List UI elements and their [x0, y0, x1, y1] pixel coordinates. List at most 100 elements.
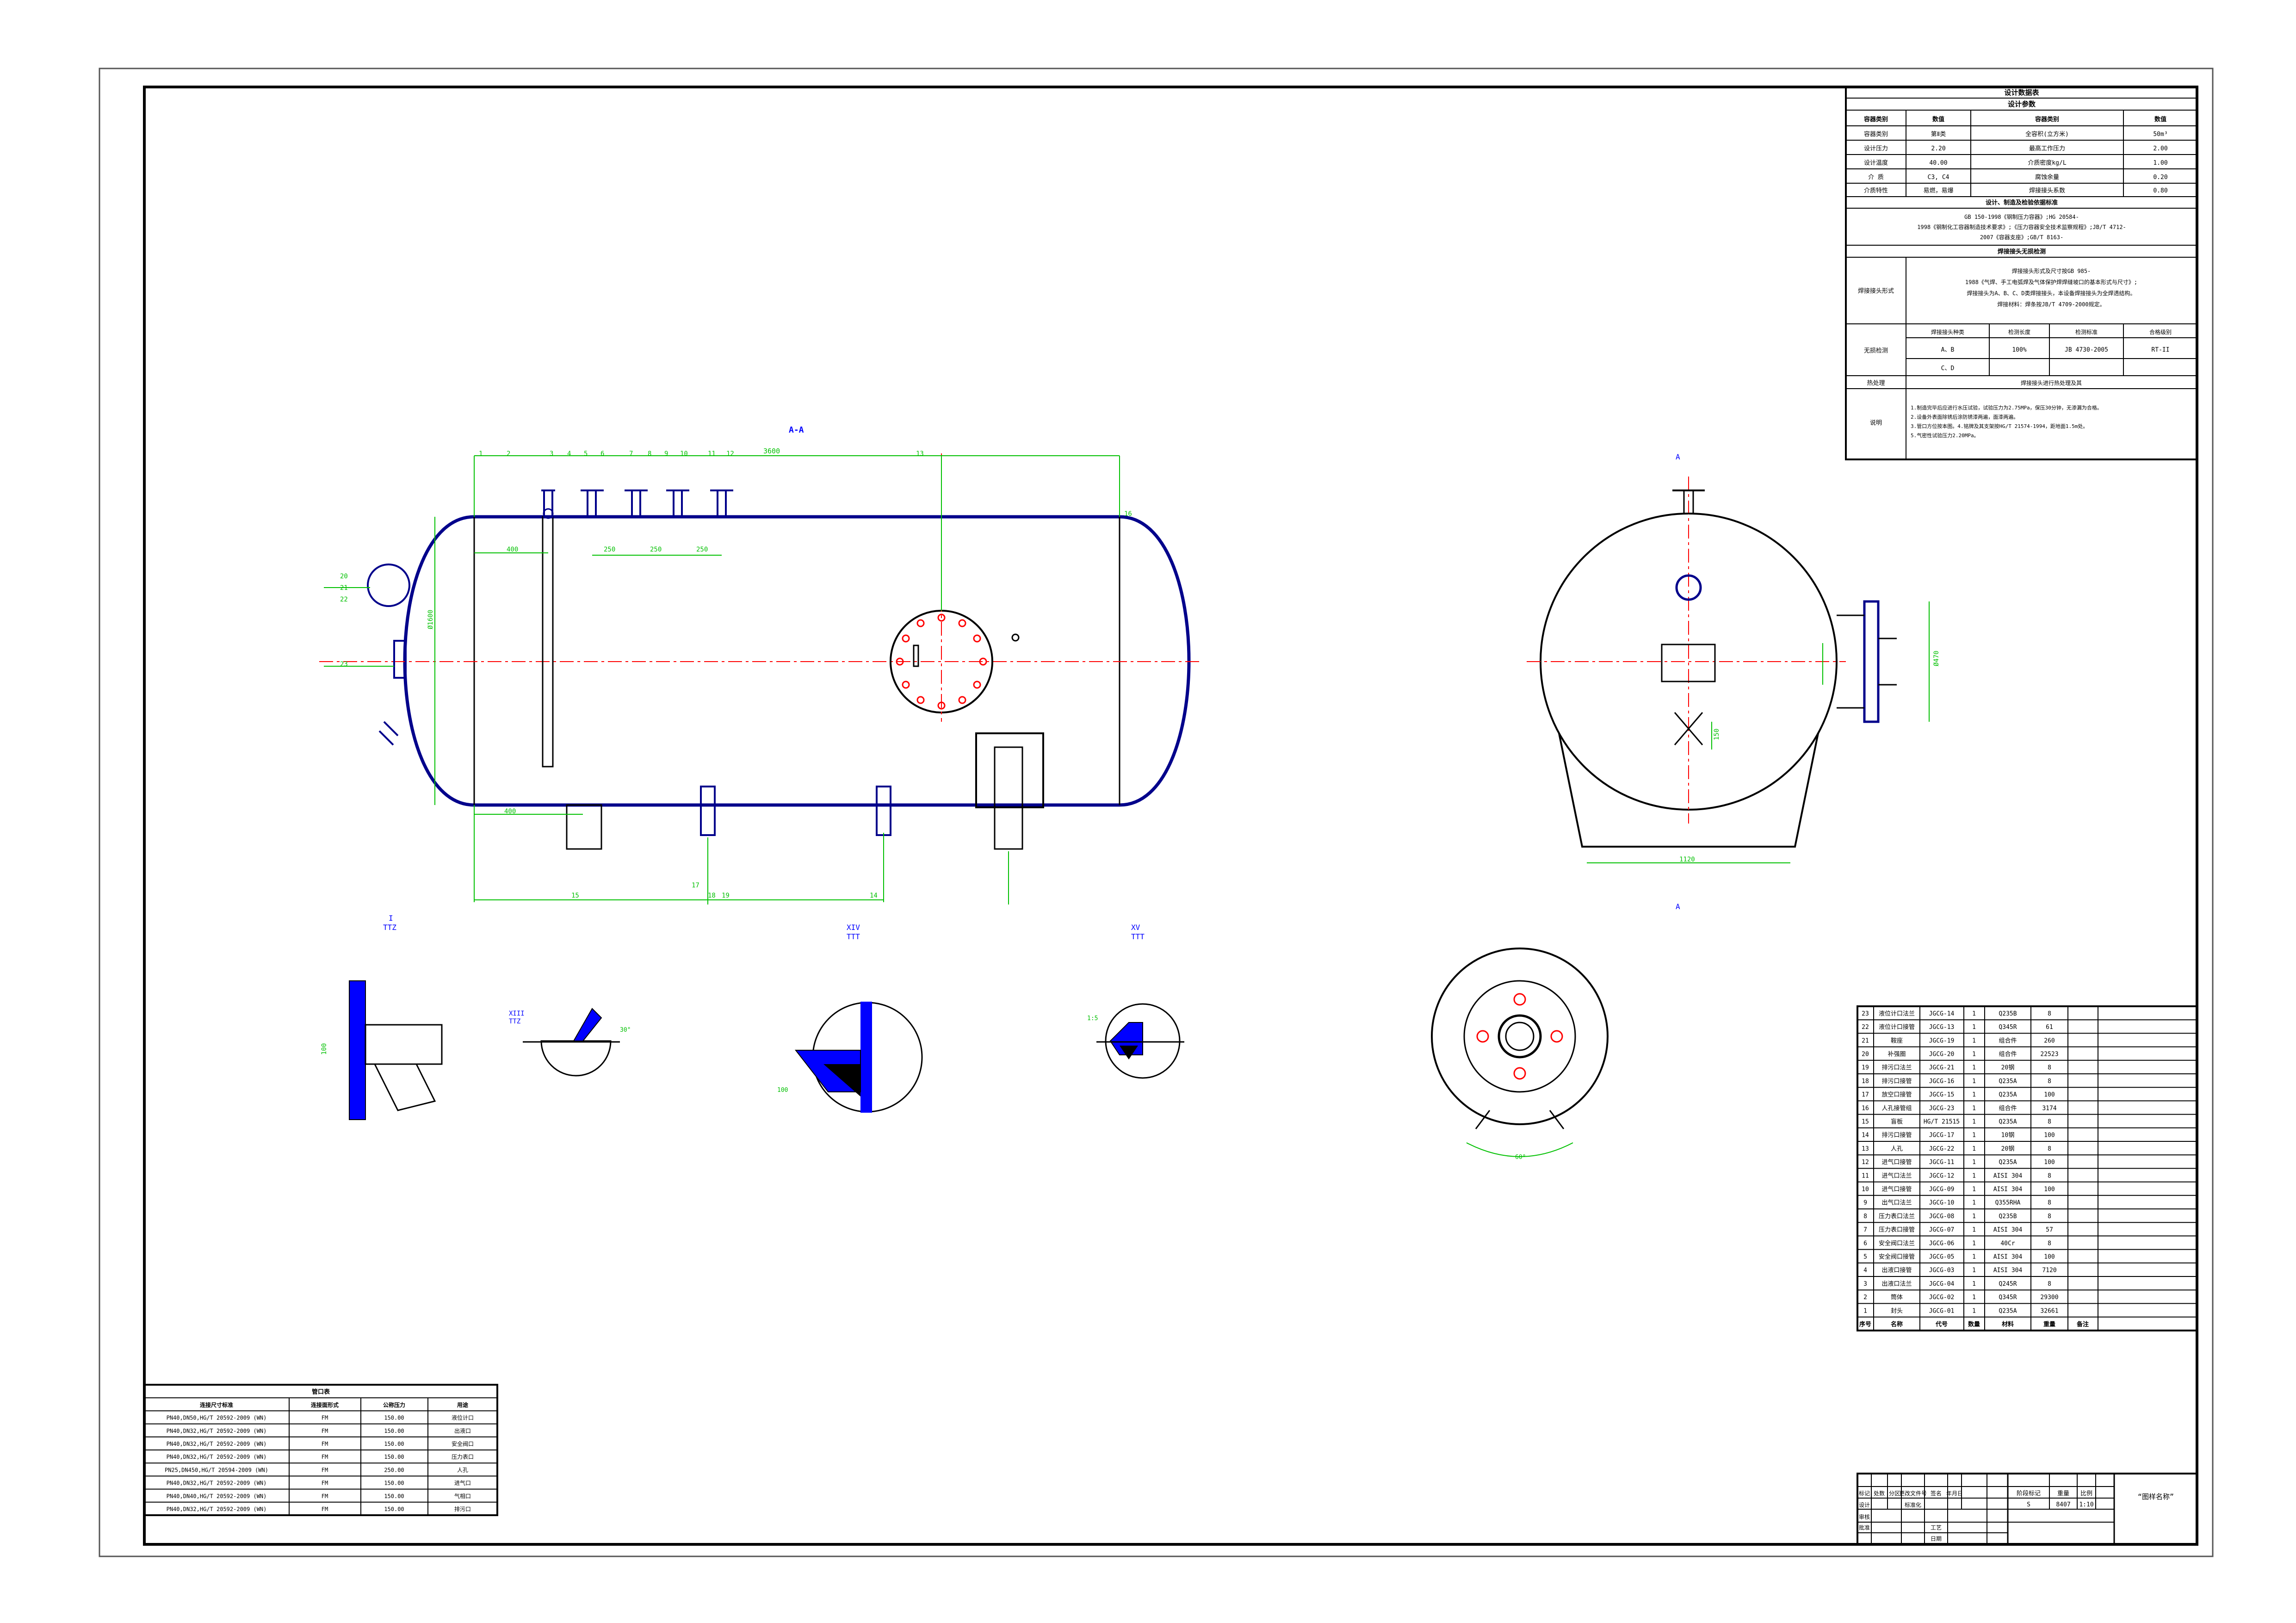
nozzle-header-cell: 公称压力 [383, 1401, 405, 1408]
parts-cell: JGCG-06 [1929, 1240, 1955, 1247]
vessel-shell [403, 515, 1191, 807]
code-line-0: GB 150-1998《钢制压力容器》;HG 20584- [1964, 213, 2079, 220]
parts-cell: 1 [1972, 1200, 1976, 1207]
note-line-0: 1.制造完毕后应进行水压试验，试验压力为2.75MPa，保压30分钟，无渗漏为合… [1911, 404, 2102, 411]
dim-length: 3600 [763, 447, 780, 455]
parts-cell: 组合件 [1999, 1051, 2017, 1058]
left-sight-nozzle [367, 564, 410, 607]
parts-cell: JGCG-13 [1929, 1024, 1955, 1031]
end-view-dims [1587, 601, 1930, 863]
parts-cell: HG/T 21515 [1924, 1118, 1960, 1125]
flange-angle: 60° [1515, 1154, 1526, 1161]
code-line-1: 1998《钢制化工容器制造技术要求》;《压力容器安全技术监察规程》;JB/T 4… [1917, 223, 2126, 230]
parts-cell: 20钢 [2001, 1065, 2015, 1072]
design-row-2-3: 1.00 [2153, 160, 2167, 167]
left-side-nozzle [393, 640, 407, 679]
nozzle-row-cell: FM [322, 1415, 328, 1421]
parts-cell: 出气口法兰 [1881, 1199, 1912, 1207]
parts-cell: 出液口接管 [1881, 1267, 1912, 1274]
outer-frame [99, 68, 2214, 1557]
tb-drawing-name: “图样名称” [2138, 1493, 2174, 1501]
design-row-4-0: 介质特性 [1864, 187, 1888, 194]
dim-top-4: 4 [567, 450, 571, 458]
parts-cell: 进气口接管 [1881, 1158, 1912, 1166]
end-view-nameplate [1661, 644, 1716, 682]
design-row-0-0: 容器类别 [1864, 130, 1888, 138]
parts-cell: 12 [1862, 1159, 1869, 1166]
dim-250-c: 250 [696, 546, 708, 553]
dim-left-23: 23 [340, 661, 348, 668]
dim-bottom-15: 15 [571, 892, 579, 899]
bottom-nozzle-2 [876, 786, 891, 836]
parts-cell: 人孔接管组 [1881, 1104, 1912, 1112]
detail-dim-ratio: 1:5 [1087, 1015, 1098, 1022]
ndt-label2: 无损检测 [1864, 347, 1888, 354]
parts-cell: 8 [2048, 1172, 2051, 1179]
design-row-3-3: 0.20 [2153, 174, 2167, 181]
parts-cell: 1 [1972, 1118, 1976, 1125]
left-bottom-nozzle [378, 721, 399, 746]
nozzle-row-cell: 150.00 [384, 1428, 404, 1434]
parts-cell: Q235A [1999, 1118, 2017, 1125]
parts-cell: JGCG-01 [1929, 1307, 1955, 1314]
dim-top-9: 9 [664, 450, 668, 458]
parts-cell: AISI 304 [1993, 1227, 2023, 1233]
dim-left-20: 20 [340, 573, 348, 580]
parts-cell: JGCG-03 [1929, 1267, 1955, 1274]
parts-cell: 8 [1863, 1213, 1867, 1220]
flange-bore-inner [1505, 1022, 1535, 1051]
parts-header-cell: 序号 [1859, 1320, 1871, 1328]
nozzle-row-cell: PN40,DN32,HG/T 20592-2009 (WN) [167, 1441, 267, 1447]
ref-label-7: TTZ [509, 1018, 520, 1025]
dim-left-21: 21 [340, 584, 348, 592]
parts-cell: 8 [2048, 1213, 2051, 1220]
dim-400-top: 400 [507, 546, 518, 553]
parts-cell: JGCG-05 [1929, 1253, 1955, 1260]
ndt-label: 焊接接头形式 [1858, 287, 1894, 295]
dim-top-11: 11 [708, 450, 716, 458]
parts-cell: JGCG-10 [1929, 1200, 1955, 1207]
parts-header-cell: 名称 [1891, 1320, 1903, 1328]
parts-cell: 7 [1863, 1227, 1867, 1233]
dim-left-22: 22 [340, 596, 348, 603]
parts-cell: 液位计口接管 [1879, 1023, 1915, 1031]
dim-400-bottom: 400 [504, 808, 516, 815]
parts-cell: 1 [1972, 1281, 1976, 1288]
parts-cell: 4 [1863, 1267, 1867, 1274]
nozzle-row-cell: 250.00 [384, 1467, 404, 1473]
tb-cell-6: 阶段标记 [2017, 1490, 2041, 1497]
parts-cell: AISI 304 [1993, 1172, 2023, 1179]
parts-cell: JGCG-19 [1929, 1037, 1955, 1044]
nozzle-table-title: 管口表 [312, 1388, 330, 1396]
dim-bottom-17: 17 [692, 882, 699, 889]
parts-cell: JGCG-14 [1929, 1010, 1955, 1017]
section-mark-top: A [1676, 452, 1680, 461]
parts-cell: 32661 [2040, 1307, 2058, 1314]
parts-cell: JGCG-15 [1929, 1091, 1955, 1098]
manhole-bolts [896, 613, 987, 710]
parts-cell: 8 [2048, 1240, 2051, 1247]
tb-cell-3: 更改文件号 [1899, 1490, 1927, 1497]
parts-cell: 出液口法兰 [1881, 1281, 1912, 1288]
parts-cell: Q235B [1999, 1010, 2017, 1017]
nozzle-row-cell: PN40,DN32,HG/T 20592-2009 (WN) [167, 1454, 267, 1460]
design-row-4-3: 0.80 [2153, 187, 2167, 194]
end-view-upper-nozzle [1675, 574, 1702, 601]
parts-cell: 9 [1863, 1200, 1867, 1207]
parts-cell: 进气口法兰 [1881, 1172, 1912, 1179]
parts-cell: 20钢 [2001, 1146, 2015, 1152]
ndt-col-2: 检测标准 [2075, 328, 2098, 335]
dim-16: 16 [1124, 510, 1132, 518]
dim-bottom-18: 18 [708, 892, 716, 899]
parts-cell: JGCG-16 [1929, 1078, 1955, 1085]
nozzle-header-cell: 连接尺寸标准 [200, 1401, 233, 1408]
parts-cell: 8 [2048, 1281, 2051, 1288]
parts-cell: Q345R [1999, 1024, 2017, 1031]
tb-cell-0: 标记 [1859, 1490, 1870, 1497]
parts-cell: JGCG-09 [1929, 1186, 1955, 1193]
nozzle-row-cell: 压力表口 [452, 1454, 474, 1460]
parts-cell: JGCG-22 [1929, 1146, 1955, 1152]
parts-cell: 57 [2046, 1227, 2053, 1233]
dim-top-10: 10 [680, 450, 688, 458]
